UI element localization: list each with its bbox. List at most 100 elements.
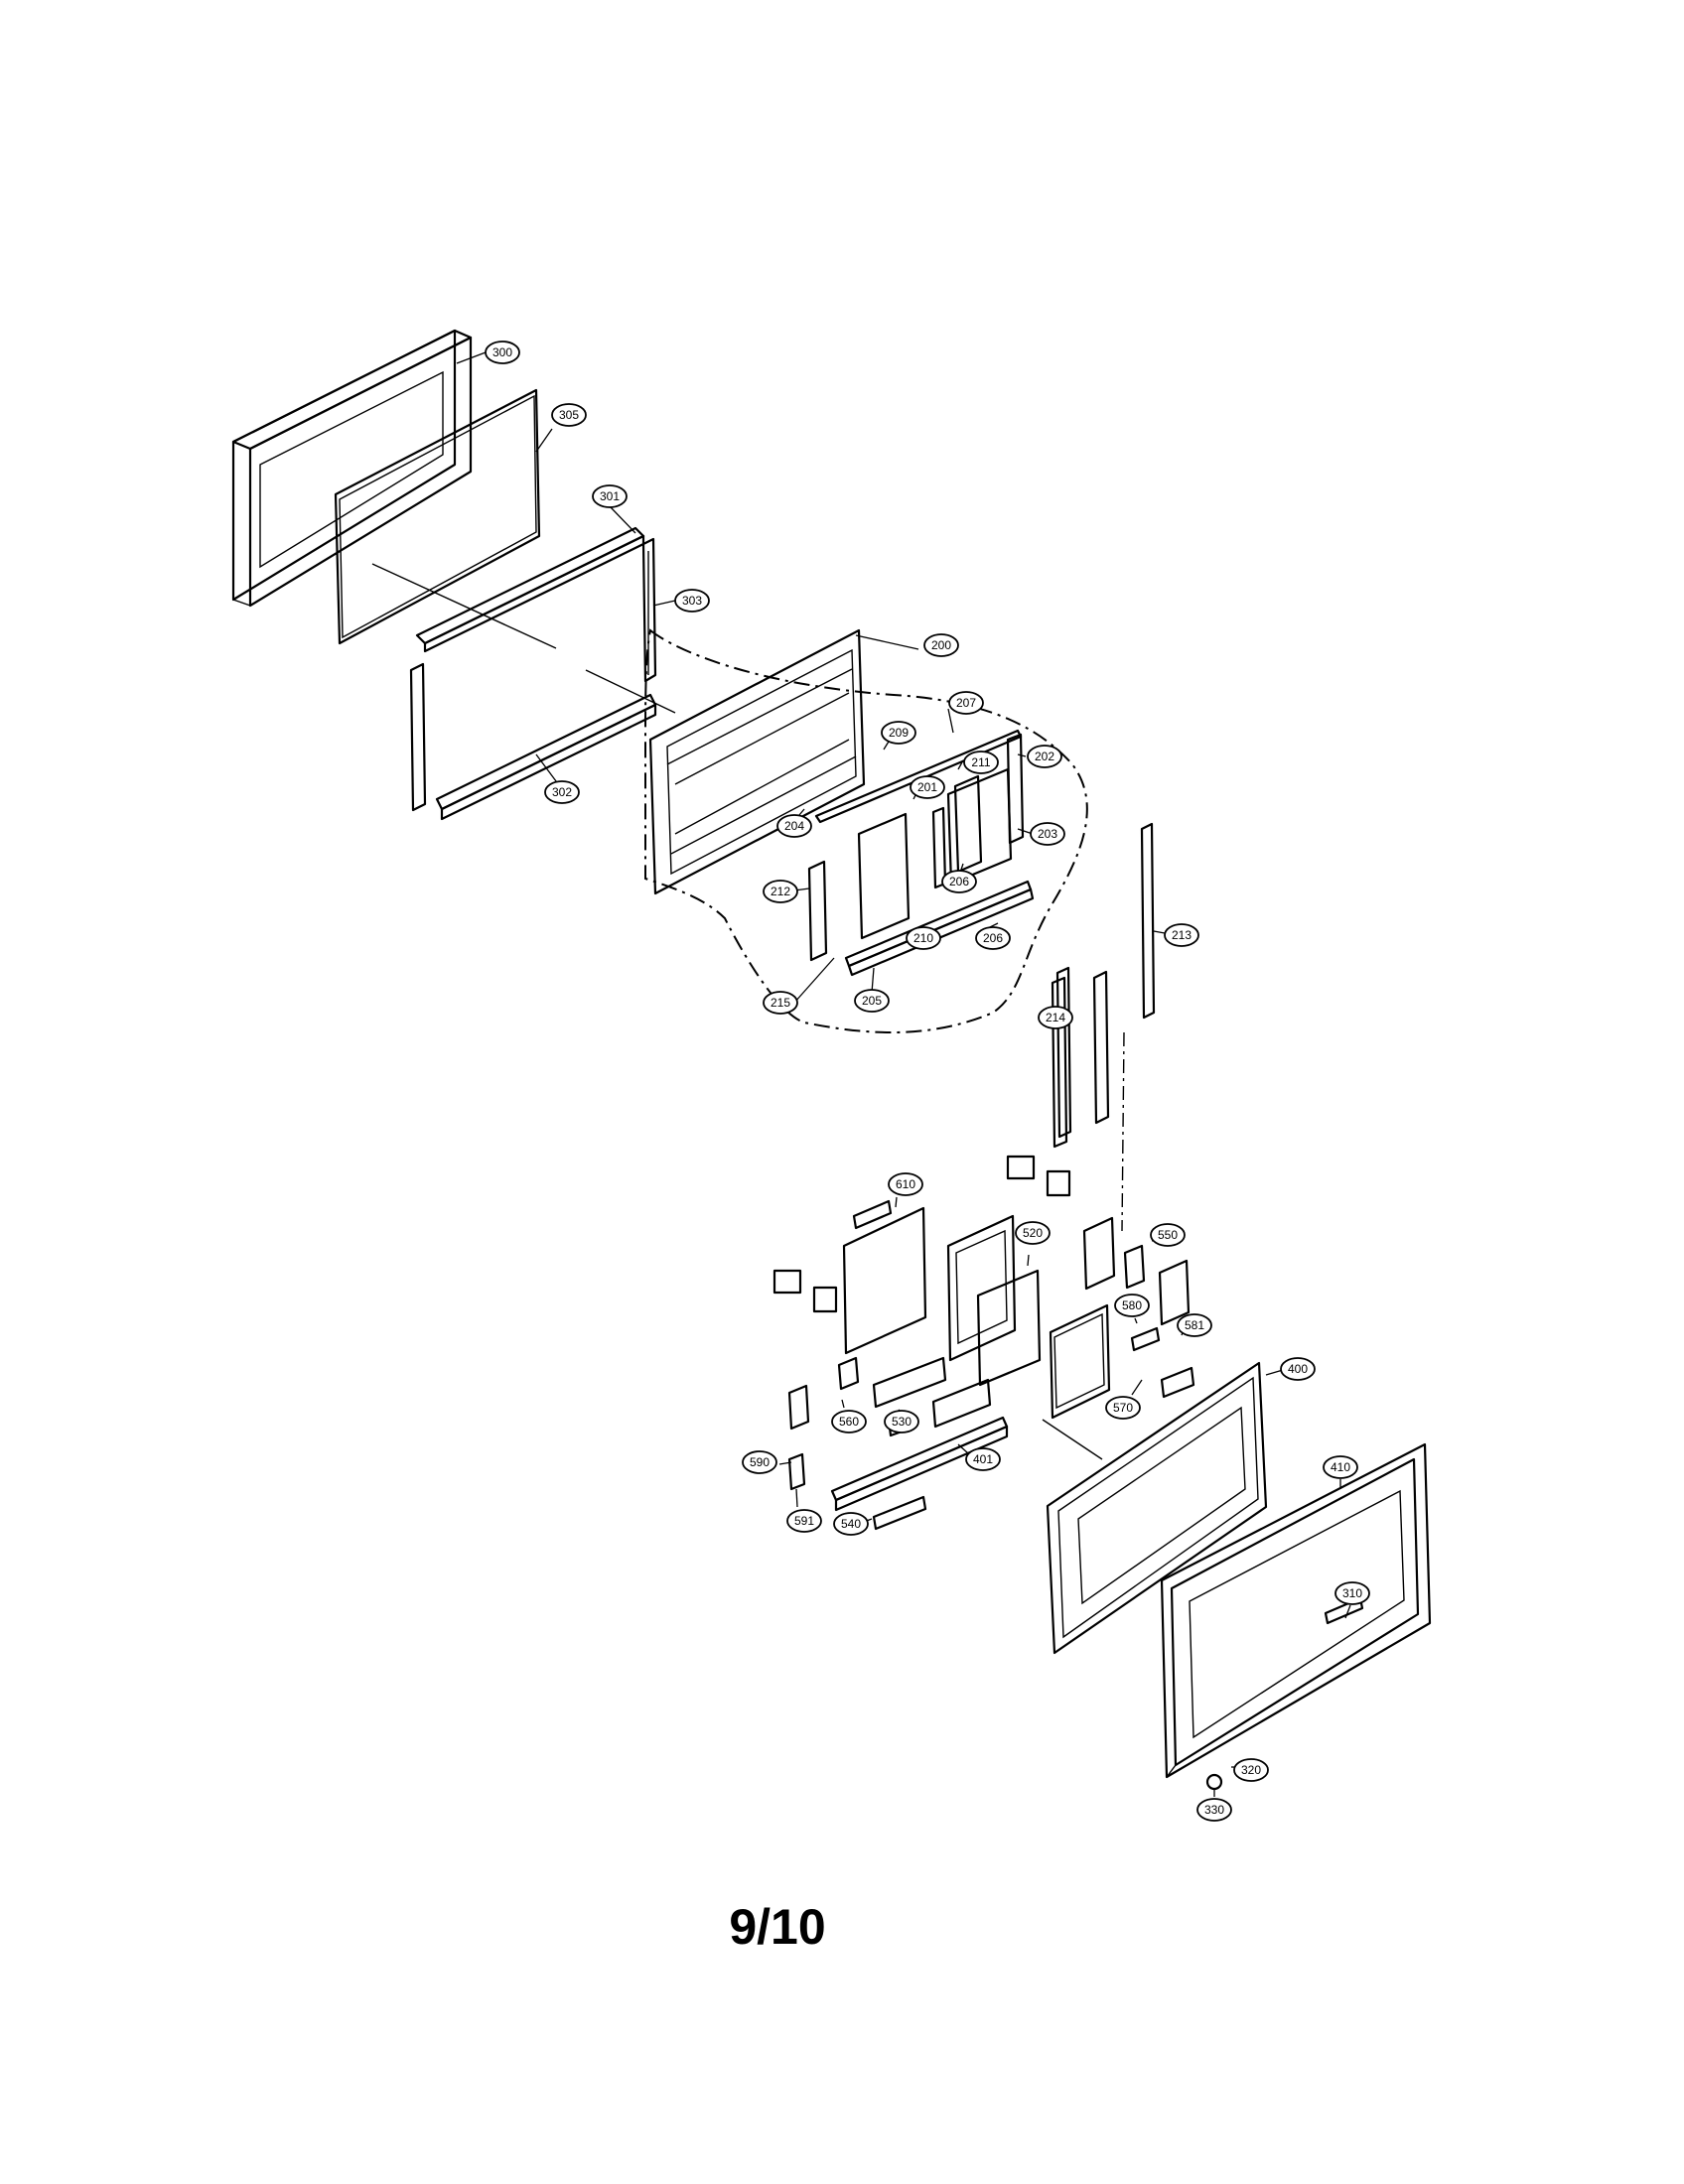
callout-580: 580 — [1114, 1294, 1150, 1317]
callout-number: 213 — [1172, 928, 1192, 942]
callout-610: 610 — [888, 1172, 923, 1196]
callout-bubble — [1334, 1581, 1370, 1605]
callout-205: 205 — [854, 989, 890, 1013]
callout-212: 212 — [763, 880, 798, 903]
callout-number: 211 — [971, 755, 990, 769]
callout-540: 540 — [833, 1512, 869, 1536]
callout-560: 560 — [831, 1410, 867, 1433]
lower-boards — [772, 1155, 1195, 1531]
callout-bubble — [786, 1509, 822, 1533]
callout-bubble — [1177, 1313, 1212, 1337]
callout-number: 530 — [892, 1415, 912, 1429]
callout-320: 320 — [1233, 1758, 1269, 1782]
callout-bubble — [1280, 1357, 1316, 1381]
callout-number: 207 — [956, 696, 976, 710]
callout-number: 330 — [1204, 1803, 1224, 1817]
callout-number: 410 — [1331, 1460, 1350, 1474]
callout-200: 200 — [923, 633, 959, 657]
callout-213: 213 — [1164, 923, 1199, 947]
back-cabinet — [1160, 1442, 1432, 1791]
callout-591: 591 — [786, 1509, 822, 1533]
callout-bubble — [923, 633, 959, 657]
callout-number: 540 — [841, 1517, 861, 1531]
callout-number: 310 — [1342, 1586, 1362, 1600]
chassis-assembly-group — [644, 628, 1088, 1033]
callout-bubble — [854, 989, 890, 1013]
callout-209: 209 — [881, 721, 916, 745]
callout-bubble — [906, 926, 941, 950]
callout-number: 300 — [492, 345, 512, 359]
callout-202: 202 — [1027, 745, 1062, 768]
callout-bubble — [831, 1410, 867, 1433]
callout-530: 530 — [884, 1410, 919, 1433]
top-rail — [415, 526, 645, 653]
callout-305: 305 — [551, 403, 587, 427]
callout-bubble — [674, 589, 710, 613]
callout-number: 202 — [1035, 750, 1054, 763]
callout-number: 581 — [1185, 1318, 1204, 1332]
callout-bubble — [963, 751, 999, 774]
rear-cover — [1042, 1361, 1268, 1655]
callout-bubble — [742, 1450, 777, 1474]
callout-bubble — [1114, 1294, 1150, 1317]
callout-303: 303 — [674, 589, 710, 613]
callout-301: 301 — [592, 484, 628, 508]
callout-bubble — [1030, 822, 1065, 846]
callout-bubble — [544, 780, 580, 804]
callout-number: 560 — [839, 1415, 859, 1429]
callout-bubble — [975, 926, 1011, 950]
callout-bubble — [833, 1512, 869, 1536]
callout-number: 570 — [1113, 1401, 1133, 1415]
callout-bubble — [1233, 1758, 1269, 1782]
callout-215: 215 — [763, 991, 798, 1015]
callout-bubble — [910, 775, 945, 799]
callout-bubble — [1038, 1006, 1073, 1029]
callout-number: 206 — [983, 931, 1003, 945]
callout-number: 204 — [784, 819, 804, 833]
callout-number: 212 — [771, 885, 790, 898]
callout-labels: 300 305 301 303 302 200 207 209 211 202 201 204 203 2… — [485, 341, 1370, 1822]
callout-204: 204 — [776, 814, 812, 838]
callout-bubble — [965, 1447, 1001, 1471]
callout-302: 302 — [544, 780, 580, 804]
right-side-rail — [641, 537, 657, 683]
callout-bubble — [1164, 923, 1199, 947]
callout-211: 211 — [963, 751, 999, 774]
callout-300: 300 — [485, 341, 520, 364]
callout-210: 210 — [906, 926, 941, 950]
callout-310: 310 — [1334, 1581, 1370, 1605]
callout-bubble — [1027, 745, 1062, 768]
callout-number: 550 — [1158, 1228, 1178, 1242]
callout-number: 203 — [1038, 827, 1057, 841]
callout-number: 610 — [896, 1177, 915, 1191]
callout-bubble — [776, 814, 812, 838]
callout-206: 206 — [941, 870, 977, 893]
callout-bubble — [1323, 1455, 1358, 1479]
bottom-rail — [409, 662, 676, 821]
callout-number: 205 — [862, 994, 882, 1008]
callout-401: 401 — [965, 1447, 1001, 1471]
callout-570: 570 — [1105, 1396, 1141, 1420]
callout-590: 590 — [742, 1450, 777, 1474]
callout-number: 301 — [600, 489, 620, 503]
callout-number: 520 — [1023, 1226, 1043, 1240]
callout-bubble — [888, 1172, 923, 1196]
callout-206: 206 — [975, 926, 1011, 950]
callout-203: 203 — [1030, 822, 1065, 846]
callout-bubble — [881, 721, 916, 745]
callout-bubble — [1105, 1396, 1141, 1420]
callout-410: 410 — [1323, 1455, 1358, 1479]
callout-number: 200 — [931, 638, 951, 652]
callout-number: 215 — [771, 996, 790, 1010]
callout-bubble — [1150, 1223, 1186, 1247]
callout-number: 201 — [917, 780, 937, 794]
callout-207: 207 — [948, 691, 984, 715]
callout-bubble — [551, 403, 587, 427]
callout-581: 581 — [1177, 1313, 1212, 1337]
callout-number: 305 — [559, 408, 579, 422]
callout-number: 210 — [913, 931, 933, 945]
callout-bubble — [592, 484, 628, 508]
callout-400: 400 — [1280, 1357, 1316, 1381]
callout-520: 520 — [1015, 1221, 1051, 1245]
